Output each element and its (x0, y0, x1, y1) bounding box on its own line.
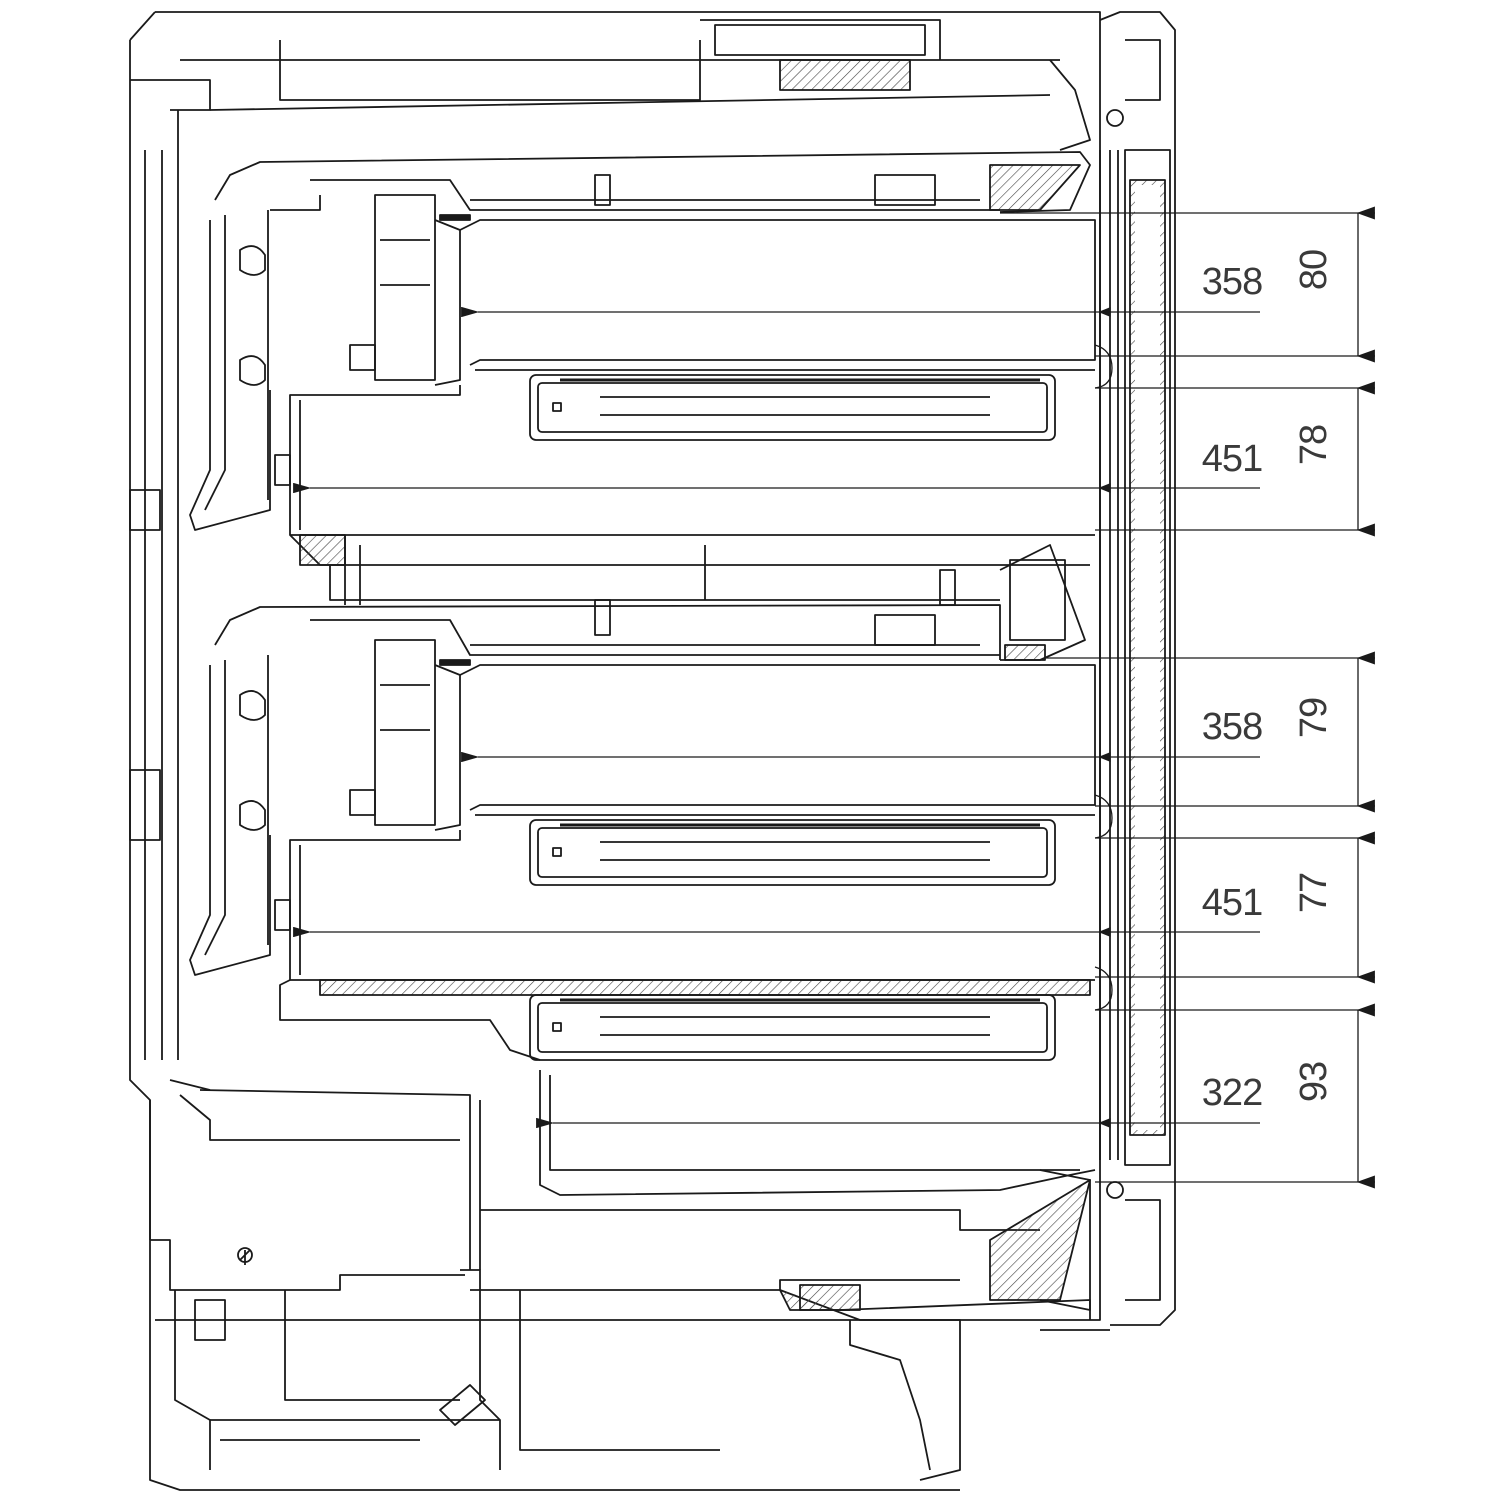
upper-drawer-bin (289, 219, 1096, 605)
base-compressor (149, 1100, 1110, 1481)
depth-label-2: 451 (1202, 438, 1262, 480)
middle-divider (329, 544, 1086, 661)
dimension-lines (293, 206, 1375, 1189)
top-frame (180, 19, 1091, 151)
lower-drawer-front (189, 639, 461, 976)
lower-drawer-cover (214, 599, 1001, 666)
height-label-3: 79 (1293, 698, 1335, 738)
depth-label-3: 358 (1202, 706, 1262, 748)
upper-drawer-front (189, 194, 461, 531)
bottom-drawer (179, 1070, 1096, 1311)
height-label-5: 93 (1293, 1062, 1335, 1102)
height-label-2: 78 (1293, 425, 1335, 465)
bottom-tray (529, 994, 1056, 1061)
upper-tray (529, 374, 1056, 441)
depth-label-5: 322 (1202, 1072, 1262, 1114)
height-label-1: 80 (1293, 250, 1335, 290)
height-label-4: 77 (1293, 873, 1335, 913)
depth-label-4: 451 (1202, 882, 1262, 924)
lower-tray (529, 819, 1056, 886)
door-panel (1099, 11, 1176, 1326)
outer-cabinet (129, 11, 1101, 1491)
upper-drawer-cover (214, 151, 1091, 221)
depth-label-1: 358 (1202, 261, 1262, 303)
